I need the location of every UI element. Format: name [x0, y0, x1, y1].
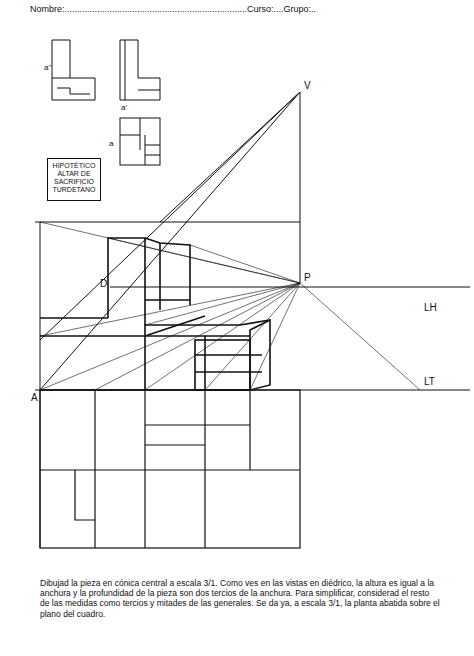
point-label: A	[31, 392, 38, 403]
box-text: HIPOTÉTICO ALTAR DE SACRIFICIO TURDETANO	[48, 159, 100, 197]
reference-lines	[35, 92, 470, 548]
point-label: a'	[121, 104, 127, 113]
vanishing-rays	[40, 222, 420, 390]
point-label: D	[100, 278, 107, 289]
instructions-text: Dibujad la pieza en cónica central a esc…	[40, 578, 440, 619]
point-label: P	[304, 272, 311, 283]
elevation-view	[52, 40, 95, 100]
perspective-object	[40, 238, 270, 390]
point-label: V	[304, 80, 311, 91]
point-label: LT	[424, 376, 435, 387]
plan-view	[120, 118, 160, 165]
folded-plan	[40, 390, 300, 548]
title-box: HIPOTÉTICO ALTAR DE SACRIFICIO TURDETANO	[47, 158, 101, 201]
point-label: a''	[44, 64, 52, 73]
profile-view	[120, 40, 160, 100]
point-label: LH	[424, 302, 437, 313]
point-label: a	[109, 140, 113, 149]
header-field: Nombre:.................................…	[30, 5, 316, 15]
